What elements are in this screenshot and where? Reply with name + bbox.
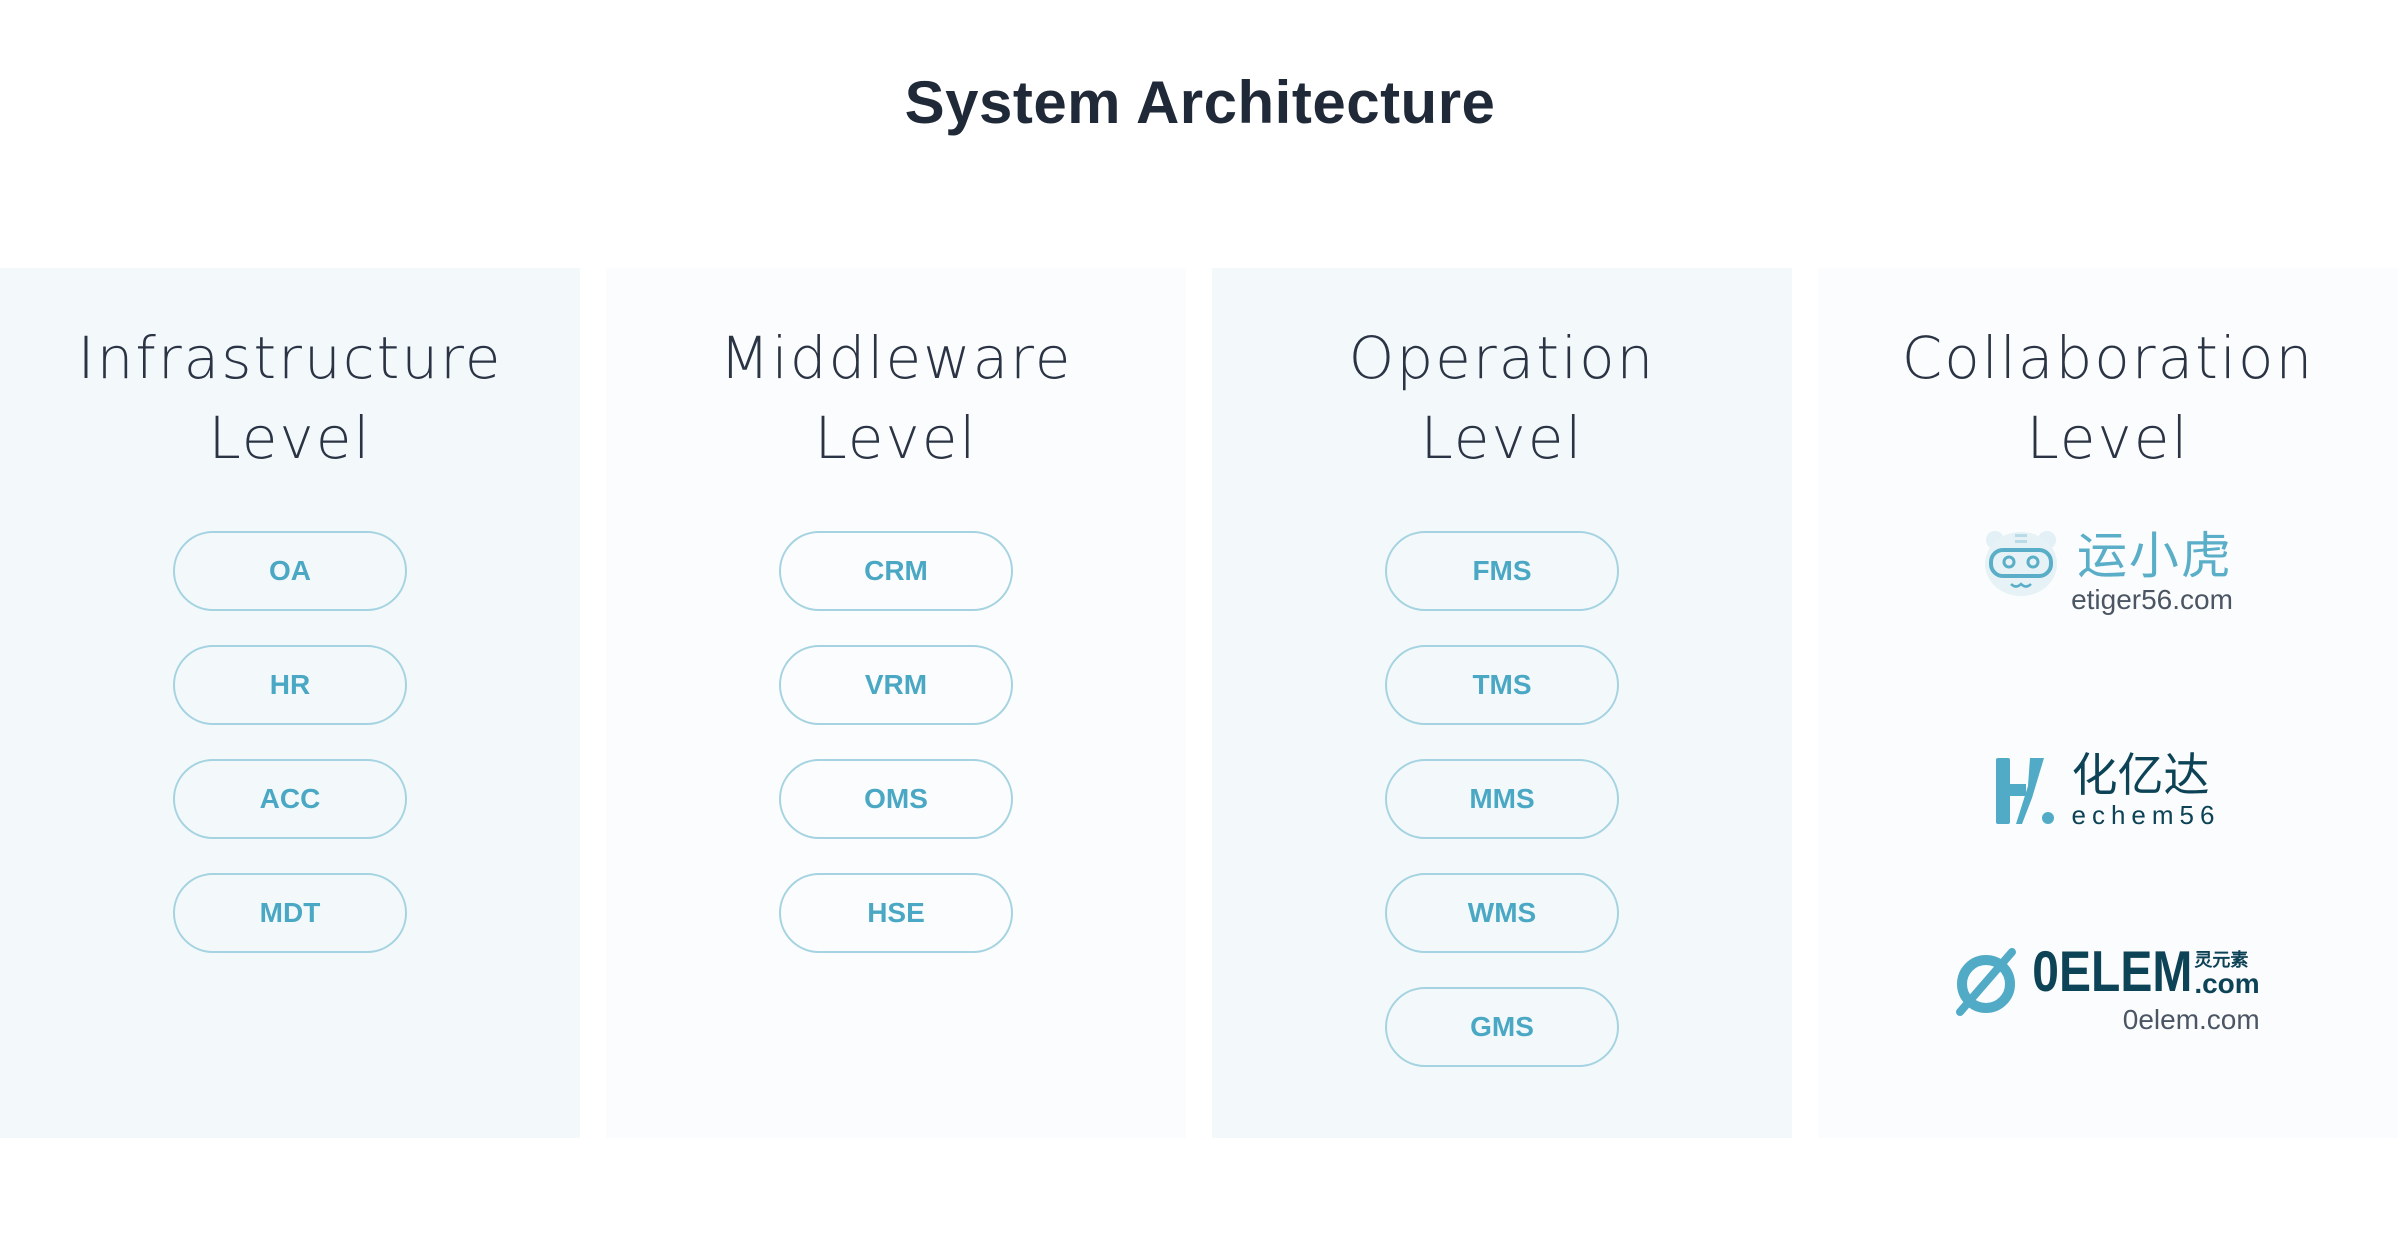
0elem-logo[interactable]: 0ELEM 灵元素 .com 0elem.com [1818, 942, 2398, 1036]
module-oa[interactable]: OA [173, 531, 407, 611]
module-tms[interactable]: TMS [1385, 645, 1619, 725]
heading-line: Level [208, 404, 372, 472]
module-mms[interactable]: MMS [1385, 759, 1619, 839]
0elem-suffix: .com [2194, 968, 2260, 999]
0elem-cn: 灵元素 [2194, 950, 2249, 970]
echem-mark-icon [1995, 757, 2054, 824]
module-vrm[interactable]: VRM [779, 645, 1013, 725]
heading-line: Collaboration [1901, 324, 2315, 392]
etiger-logo[interactable]: 运小虎 etiger56.com [1818, 528, 2398, 616]
echem-logo[interactable]: 化亿达 echem56 [1818, 750, 2398, 831]
page-title: System Architecture [904, 69, 1496, 136]
etiger-domain: etiger56.com [2071, 584, 2233, 615]
module-crm[interactable]: CRM [779, 531, 1013, 611]
module-hse[interactable]: HSE [779, 873, 1013, 953]
echem-domain: echem56 [2071, 800, 2221, 830]
heading-line: Operation [1348, 324, 1656, 392]
module-fms[interactable]: FMS [1385, 531, 1619, 611]
module-oms[interactable]: OMS [779, 759, 1013, 839]
0elem-name: 0ELEM [2032, 940, 2193, 1005]
0elem-domain: 0elem.com [2122, 1004, 2260, 1035]
module-wms[interactable]: WMS [1385, 873, 1619, 953]
heading-line: Level [1420, 404, 1584, 472]
module-mdt[interactable]: MDT [173, 873, 407, 953]
module-hr[interactable]: HR [173, 645, 407, 725]
etiger-name: 运小虎 [2076, 528, 2233, 584]
0elem-mark-icon [1956, 948, 2017, 1016]
heading-line: Infrastructure [77, 324, 503, 392]
heading-line: Level [2026, 404, 2190, 472]
module-gms[interactable]: GMS [1385, 987, 1619, 1067]
module-acc[interactable]: ACC [173, 759, 407, 839]
heading-line: Level [814, 404, 978, 472]
echem-name: 化亿达 [2071, 749, 2210, 801]
tiger-mascot-icon [1985, 531, 2058, 596]
heading-line: Middleware [719, 324, 1073, 392]
